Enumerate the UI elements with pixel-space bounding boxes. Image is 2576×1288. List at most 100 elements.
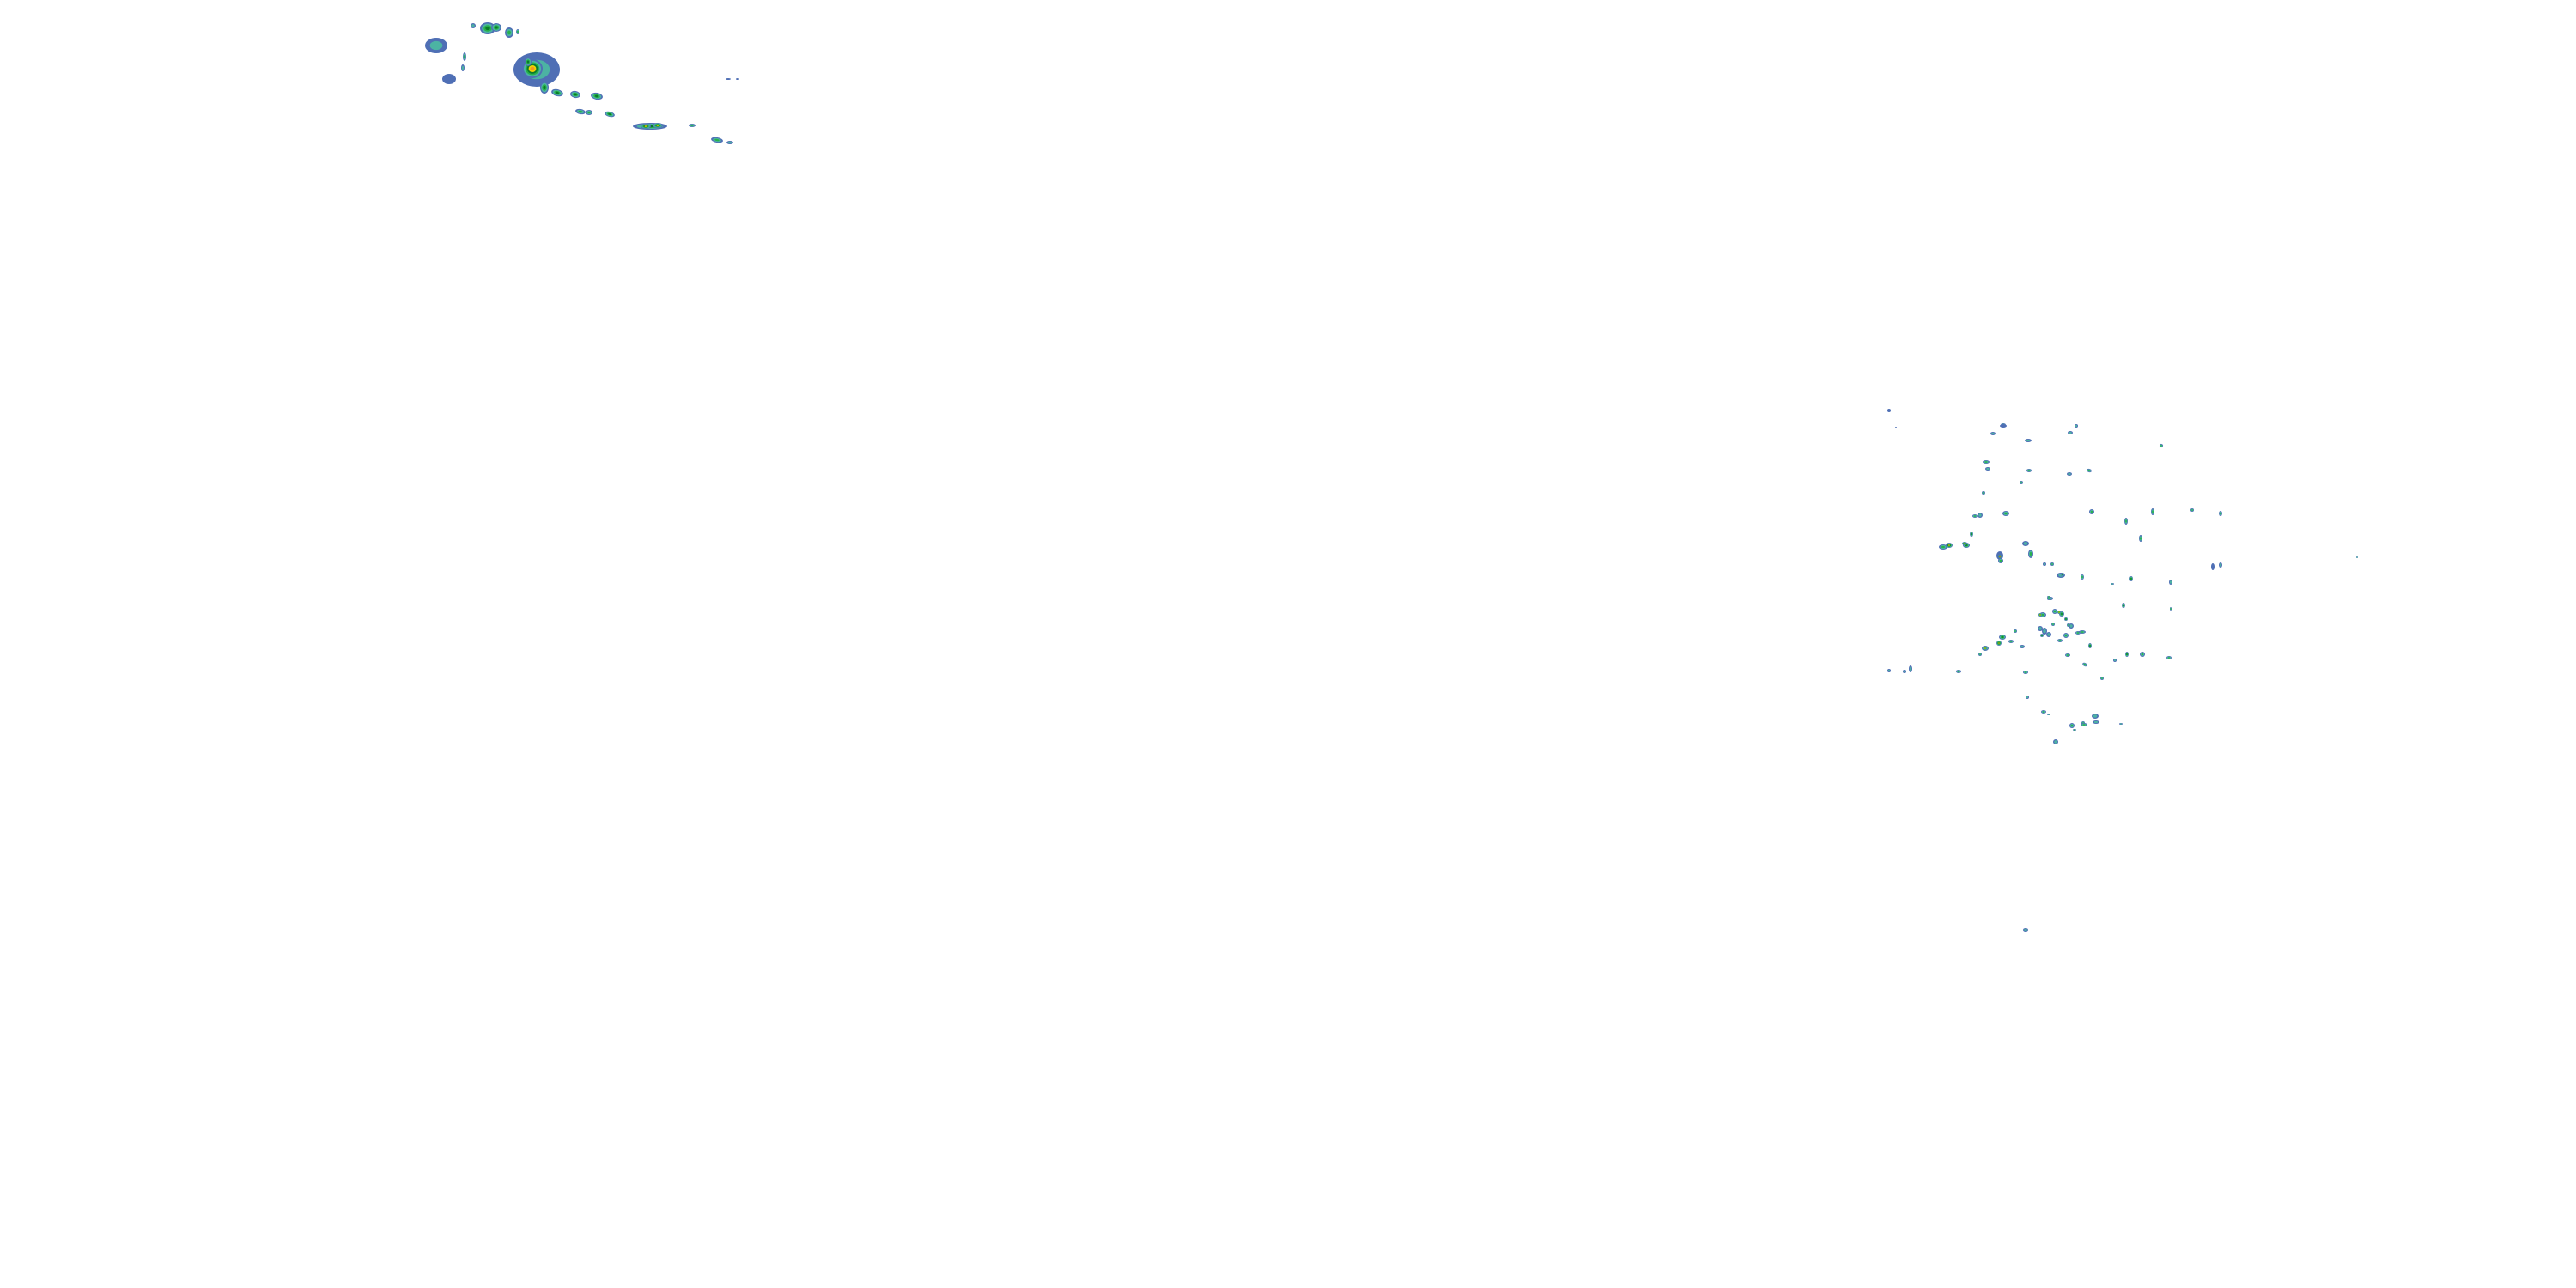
reflectivity-level-2 — [2140, 537, 2142, 540]
reflectivity-level-2 — [2191, 509, 2193, 511]
radar-echo-cell — [2067, 623, 2070, 627]
reflectivity-level-4 — [644, 125, 647, 127]
radar-echo-cell — [711, 137, 723, 143]
reflectivity-level-1 — [1903, 670, 1906, 673]
radar-echo-cell — [2050, 562, 2054, 566]
radar-echo-cell — [2100, 677, 2104, 680]
radar-echo-cell — [2051, 623, 2055, 626]
radar-echo-cell — [2043, 562, 2046, 566]
radar-echo-cell — [2139, 535, 2142, 542]
radar-echo-cell — [2042, 628, 2047, 635]
reflectivity-level-4 — [1984, 647, 1986, 649]
radar-echo-cell — [1985, 467, 1990, 471]
reflectivity-level-1 — [471, 24, 475, 27]
radar-echo-cell — [1956, 670, 1961, 673]
radar-echo-cell — [2040, 634, 2044, 637]
reflectivity-level-1 — [2054, 740, 2057, 744]
radar-echo-cell — [2053, 739, 2058, 744]
radar-echo-cell — [2026, 469, 2032, 472]
reflectivity-level-2 — [690, 125, 694, 126]
radar-echo-cell — [2124, 518, 2128, 525]
radar-echo-cell — [1998, 555, 2002, 558]
radar-echo-cell — [2122, 603, 2125, 608]
reflectivity-level-1 — [2119, 723, 2123, 725]
radar-echo-cell — [442, 74, 456, 84]
radar-echo-cell — [461, 64, 465, 71]
radar-echo-cell — [2111, 583, 2114, 585]
radar-echo-cell — [591, 92, 603, 100]
reflectivity-level-1 — [2026, 696, 2029, 699]
radar-echo-cell — [2000, 424, 2007, 428]
radar-echo-cell — [641, 124, 651, 129]
radar-echo-cell — [2211, 563, 2215, 570]
radar-echo-cell — [689, 124, 696, 127]
radar-echo-cell — [2081, 574, 2084, 580]
radar-echo-cell — [605, 111, 615, 118]
reflectivity-level-2 — [1957, 671, 1960, 672]
reflectivity-level-0 — [726, 78, 731, 80]
reflectivity-level-2 — [2083, 664, 2087, 665]
radar-echo-cell — [726, 78, 731, 80]
radar-echo-cell — [2082, 662, 2087, 667]
radar-echo-cell — [2073, 729, 2076, 731]
radar-echo-cell — [2093, 720, 2099, 724]
reflectivity-level-2 — [714, 138, 720, 142]
radar-echo-cell — [2081, 723, 2087, 726]
radar-echo-cell — [2088, 643, 2092, 648]
reflectivity-level-2 — [2167, 657, 2171, 659]
reflectivity-level-2 — [2070, 724, 2074, 727]
reflectivity-level-2 — [2014, 630, 2016, 632]
radar-echo-cell — [2063, 633, 2069, 638]
reflectivity-level-1 — [2047, 714, 2050, 715]
reflectivity-level-1 — [1887, 669, 1891, 672]
reflectivity-level-2 — [2066, 654, 2069, 656]
radar-echo-cell — [2025, 439, 2032, 442]
radar-echo-cell — [491, 23, 501, 32]
radar-echo-cell — [2092, 714, 2099, 719]
radar-echo-cell — [2068, 431, 2073, 434]
reflectivity-level-2 — [2048, 596, 2050, 598]
reflectivity-level-0 — [1887, 409, 1891, 412]
reflectivity-level-2 — [2058, 640, 2062, 641]
radar-echo-cell — [1999, 635, 2006, 640]
reflectivity-level-6 — [1999, 556, 2001, 557]
radar-echo-cell — [1962, 542, 1967, 545]
radar-echo-cell — [2052, 609, 2057, 614]
reflectivity-level-2 — [2081, 631, 2084, 633]
radar-echo-cell — [726, 141, 733, 144]
reflectivity-level-4 — [1948, 544, 1950, 546]
reflectivity-level-4 — [2039, 614, 2041, 616]
reflectivity-level-3 — [1971, 533, 1972, 535]
radar-echo-cell — [570, 90, 580, 99]
reflectivity-level-0 — [2000, 424, 2007, 428]
reflectivity-level-2 — [2048, 598, 2050, 599]
radar-echo-cell — [653, 123, 663, 128]
radar-echo-cell — [1972, 514, 1978, 518]
reflectivity-level-3 — [2061, 613, 2063, 615]
reflectivity-level-1 — [2047, 633, 2050, 636]
radar-echo-cell — [2129, 576, 2133, 581]
radar-echo-cell — [2166, 656, 2172, 659]
radar-echo-cell — [2008, 640, 2014, 643]
reflectivity-level-2 — [1973, 515, 1977, 517]
radar-echo-cell — [2065, 653, 2070, 657]
reflectivity-level-1 — [2069, 431, 2072, 434]
radar-echo-cell — [1982, 491, 1985, 495]
radar-echo-cell — [2067, 472, 2072, 476]
radar-echo-cell — [480, 22, 495, 34]
reflectivity-level-3 — [608, 113, 611, 115]
radar-echo-cell — [2023, 928, 2028, 932]
reflectivity-level-2 — [578, 110, 583, 113]
radar-echo-cell — [2047, 714, 2050, 715]
reflectivity-level-2 — [2004, 512, 2008, 515]
radar-echo-cell — [2075, 424, 2078, 428]
radar-echo-cell — [1946, 543, 1953, 548]
reflectivity-level-1 — [1978, 513, 1982, 517]
reflectivity-level-2 — [2052, 623, 2054, 625]
reflectivity-level-1 — [2113, 659, 2117, 662]
reflectivity-level-2 — [2160, 445, 2162, 447]
reflectivity-level-3 — [574, 93, 577, 96]
reflectivity-level-2 — [2076, 632, 2080, 634]
reflectivity-level-2 — [2053, 610, 2057, 613]
